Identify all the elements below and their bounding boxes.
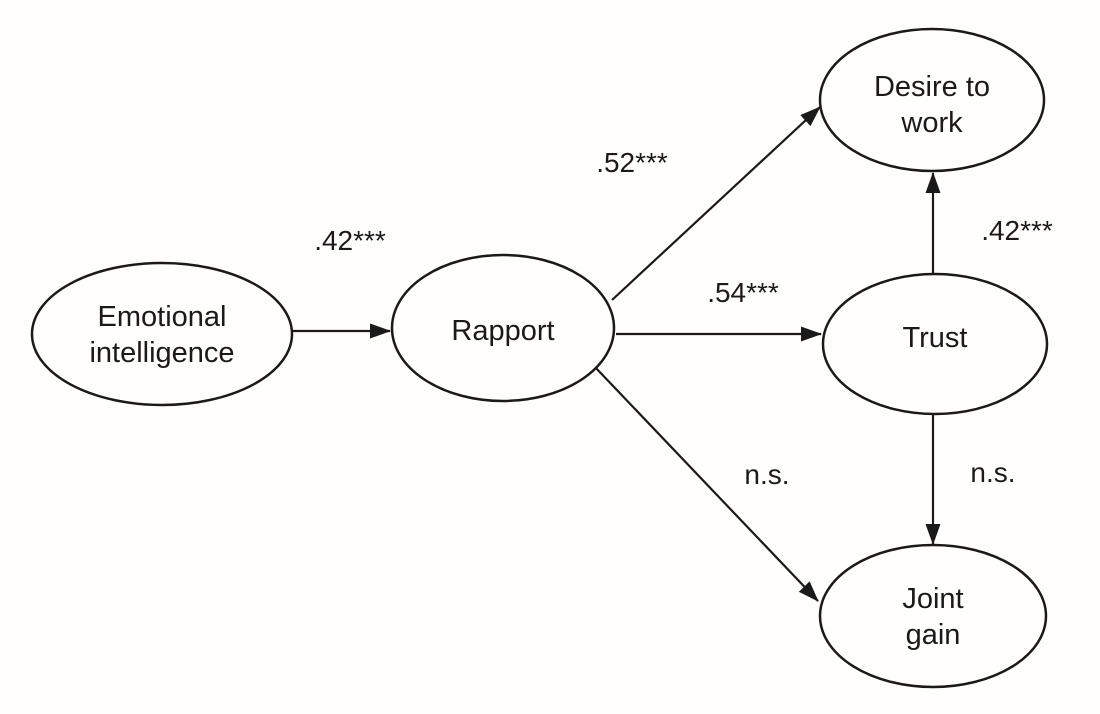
node-emotional-intelligence-label-line2: intelligence	[89, 337, 234, 369]
edge-label-trust-to-desire: .42***	[981, 215, 1053, 246]
node-joint-gain-label-line2: gain	[906, 619, 961, 651]
node-trust: Trust	[821, 272, 1049, 416]
edge-label-trust-to-joint: n.s.	[970, 457, 1015, 488]
node-rapport-ellipse	[390, 253, 616, 403]
node-emotional-intelligence: Emotional intelligence	[30, 261, 294, 407]
node-emotional-intelligence-ellipse	[30, 261, 294, 407]
node-joint-gain-ellipse	[818, 543, 1048, 689]
node-desire-to-work-ellipse	[818, 27, 1046, 173]
edges	[293, 106, 941, 602]
node-emotional-intelligence-label-line1: Emotional	[98, 301, 227, 333]
nodes: Emotional intelligence Rapport Desire to…	[30, 27, 1049, 689]
edge-rapport-to-desire	[611, 106, 821, 301]
node-joint-gain-label-line1: Joint	[902, 583, 963, 615]
edge-rapport-to-joint	[593, 365, 819, 602]
node-joint-gain: Joint gain	[818, 543, 1048, 689]
node-trust-ellipse	[821, 272, 1049, 416]
node-trust-label: Trust	[903, 322, 968, 354]
node-desire-to-work-label-line2: work	[900, 107, 963, 139]
edge-label-ei-to-rapport: .42***	[314, 225, 386, 256]
node-rapport-label: Rapport	[451, 315, 554, 347]
node-rapport: Rapport	[390, 253, 616, 403]
edge-label-rapport-to-joint: n.s.	[744, 459, 789, 490]
edge-labels: .42*** .52*** .54*** .42*** n.s. n.s.	[314, 147, 1053, 490]
node-desire-to-work-label-line1: Desire to	[874, 71, 990, 103]
edge-label-rapport-to-trust: .54***	[707, 277, 779, 308]
node-desire-to-work: Desire to work	[818, 27, 1046, 173]
edge-label-rapport-to-desire: .52***	[596, 147, 668, 178]
